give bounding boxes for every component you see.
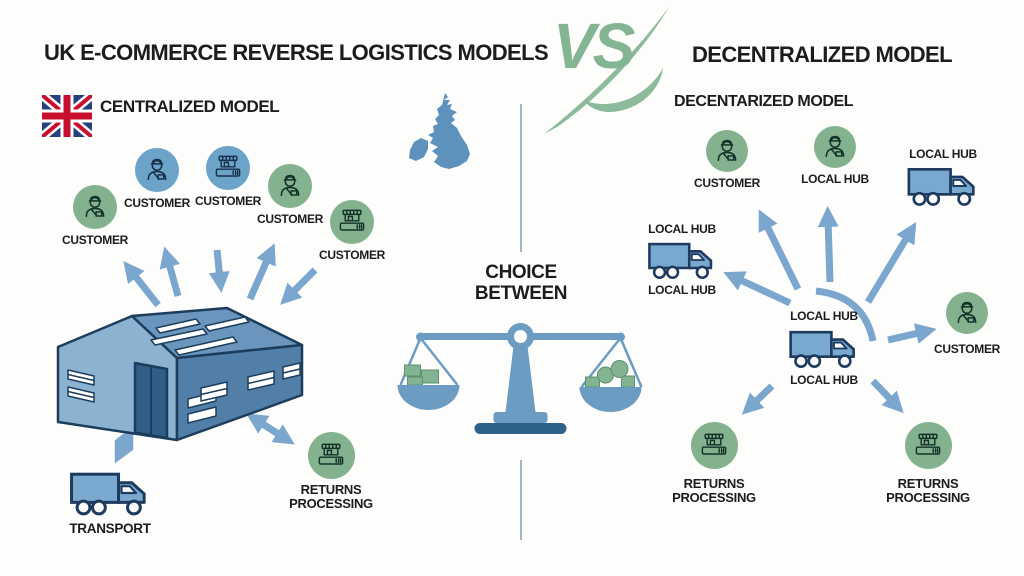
- person-circle: [73, 185, 117, 229]
- returns-node: RETURNS PROCESSING: [285, 432, 377, 511]
- storefront-circle: [307, 432, 355, 479]
- uk-flag-icon: [42, 95, 92, 137]
- balance-scale-icon: [393, 318, 648, 450]
- node-label: LOCAL HUB: [801, 172, 869, 186]
- local-hub-node: LOCAL HUB: [893, 147, 993, 208]
- person-circle: [268, 164, 312, 208]
- person-icon: [80, 192, 110, 222]
- node-label: LOCAL HUB: [648, 283, 716, 297]
- local-hub-node: LOCAL HUB: [790, 126, 880, 186]
- storefront-circle: [904, 422, 952, 469]
- divider-line-bottom: [520, 460, 522, 540]
- centralized-heading: CENTRALIZED MODEL: [100, 97, 280, 116]
- storefront-icon: [336, 206, 368, 238]
- node-label: CUSTOMER: [933, 342, 1001, 356]
- storefront-circle: [690, 422, 738, 469]
- returns-node: RETURNS PROCESSING: [668, 422, 760, 505]
- customer-node: CUSTOMER: [922, 292, 1012, 356]
- node-label: LOCAL HUB: [790, 373, 858, 387]
- local-hub-central-node: LOCAL HUB LOCAL HUB: [774, 309, 874, 387]
- storefront-icon: [212, 152, 244, 184]
- warehouse-icon: [55, 300, 305, 448]
- node-label: CUSTOMER: [256, 212, 324, 226]
- person-icon: [952, 298, 982, 328]
- node-label: LOCAL HUB: [790, 309, 858, 323]
- choice-line1: CHOICE: [485, 262, 557, 283]
- decentralized-heading: DECENTRALIZED MODEL: [692, 42, 953, 67]
- page-title: UK E-COMMERCE REVERSE LOGISTICS MODELS: [44, 40, 549, 65]
- vs-badge: VS: [553, 10, 635, 82]
- choice-line2: BETWEEN: [474, 283, 568, 304]
- storefront-icon: [315, 440, 347, 472]
- node-label: CUSTOMER: [318, 248, 386, 262]
- transport-label: TRANSPORT: [69, 521, 151, 536]
- transport-node: TRANSPORT: [60, 468, 160, 536]
- person-icon: [820, 132, 850, 162]
- node-label: LOCAL HUB: [648, 222, 716, 236]
- node-label: CUSTOMER: [61, 233, 129, 247]
- uk-map-icon: [400, 90, 475, 185]
- customer-node: CUSTOMER: [50, 185, 140, 247]
- customer-node: CUSTOMER: [682, 130, 772, 190]
- node-label: CUSTOMER: [194, 194, 262, 208]
- storefront-icon: [912, 430, 944, 462]
- truck-icon: [69, 468, 151, 518]
- customer-node: CUSTOMER: [245, 164, 335, 226]
- choice-label: CHOICE BETWEEN: [441, 262, 601, 304]
- person-circle: [814, 126, 856, 168]
- returns-label: RETURNS PROCESSING: [672, 476, 756, 505]
- returns-node: RETURNS PROCESSING: [882, 422, 974, 505]
- divider-line-top: [520, 104, 522, 252]
- person-circle: [706, 130, 748, 172]
- customer-node: CUSTOMER: [307, 200, 397, 262]
- truck-icon: [647, 239, 717, 281]
- truck-icon: [788, 327, 860, 370]
- person-icon: [712, 136, 742, 166]
- customer-node: CUSTOMER: [183, 146, 273, 208]
- person-circle: [946, 292, 988, 334]
- storefront-circle: [206, 146, 250, 190]
- person-icon: [275, 171, 305, 201]
- customer-node: CUSTOMER: [112, 148, 202, 210]
- storefront-icon: [698, 430, 730, 462]
- returns-label: RETURNS PROCESSING: [289, 482, 373, 511]
- returns-label: RETURNS PROCESSING: [886, 476, 970, 505]
- truck-icon: [906, 164, 980, 208]
- person-icon: [142, 155, 172, 185]
- decentralized-subheading: DECENTARIZED MODEL: [674, 93, 854, 110]
- local-hub-node: LOCAL HUB LOCAL HUB: [632, 222, 732, 297]
- storefront-circle: [330, 200, 374, 244]
- node-label: CUSTOMER: [123, 196, 191, 210]
- person-circle: [135, 148, 179, 192]
- node-label: CUSTOMER: [693, 176, 761, 190]
- node-label: LOCAL HUB: [909, 147, 977, 161]
